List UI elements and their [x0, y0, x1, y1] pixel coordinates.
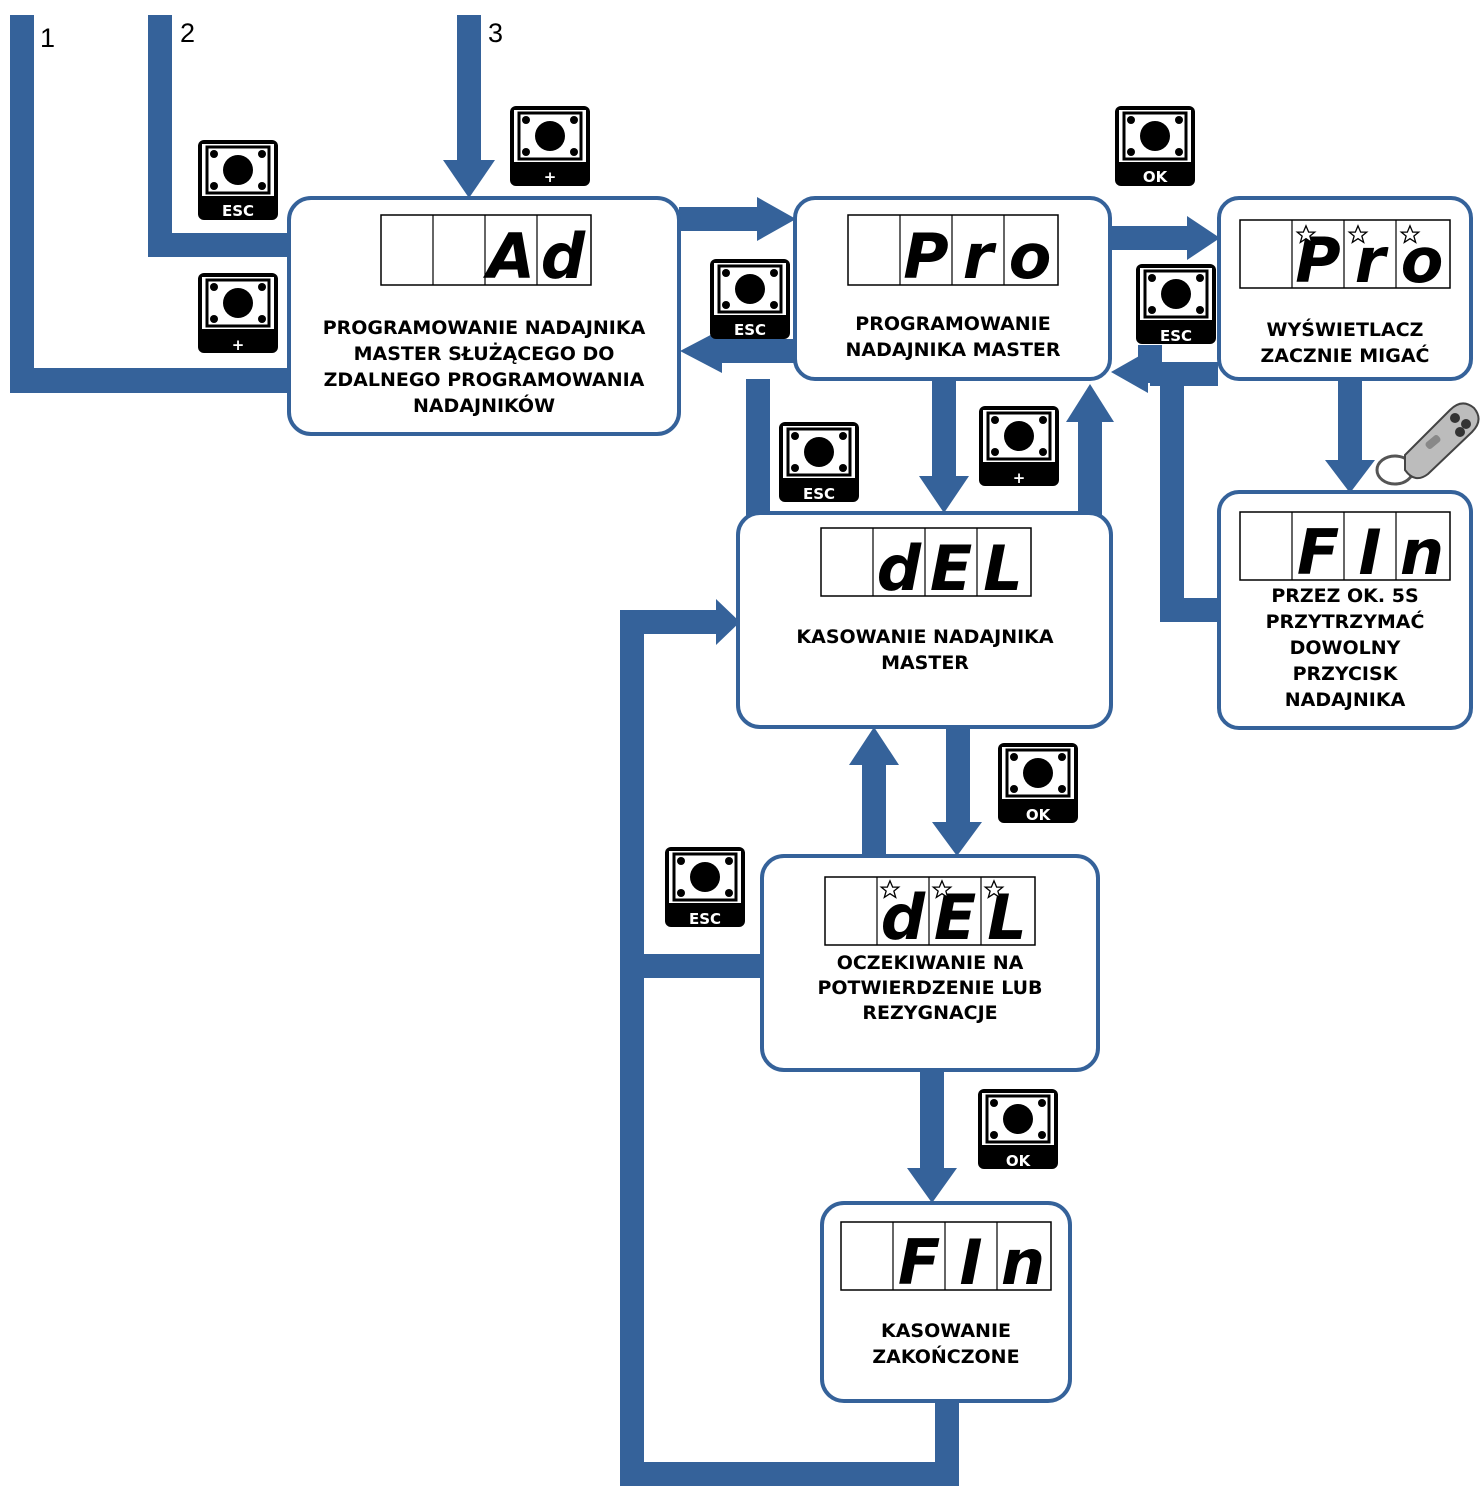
- state-description-line: REZYGNACJE: [862, 1002, 997, 1024]
- svg-text:ESC: ESC: [734, 321, 766, 339]
- plus-button-icon: +: [509, 105, 591, 187]
- state-box-del-blink: d E L OCZEKIWANIE NA POTWIERDZENIE LUB R…: [760, 854, 1100, 1072]
- state-box-del: d E L KASOWANIE NADAJNIKA MASTER: [736, 511, 1113, 729]
- entry-label-1: 1: [40, 23, 55, 53]
- state-description-line: OCZEKIWANIE NA: [837, 952, 1024, 974]
- remote-control-icon: [1375, 402, 1480, 486]
- state-description-line: PRZEZ OK. 5S: [1271, 585, 1418, 607]
- svg-text:ESC: ESC: [689, 910, 721, 928]
- state-box-pro: P r o PROGRAMOWANIE NADAJNIKA MASTER: [793, 196, 1112, 381]
- state-description-line: MASTER SŁUŻĄCEGO DO: [354, 341, 615, 365]
- state-description-line: WYŚWIETLACZ: [1267, 317, 1424, 341]
- svg-text:ESC: ESC: [1160, 327, 1192, 345]
- ok-button-icon: OK: [976, 1088, 1060, 1170]
- state-description-line: PRZYTRZYMAĆ: [1266, 609, 1425, 633]
- display-digit-4: L: [983, 532, 1023, 605]
- svg-text:OK: OK: [1006, 1152, 1032, 1170]
- state-description-line: KASOWANIE NADAJNIKA: [796, 626, 1053, 648]
- state-description-line: ZAKOŃCZONE: [872, 1345, 1019, 1368]
- state-description-line: PROGRAMOWANIE NADAJNIKA: [323, 317, 646, 339]
- plus-button-icon: +: [197, 272, 279, 354]
- display-digit-4: o: [1009, 220, 1052, 293]
- state-box-ad: A d PROGRAMOWANIE NADAJNIKA MASTER SŁUŻĄ…: [287, 196, 681, 436]
- display-digit-2: P: [903, 220, 948, 293]
- seven-segment-display: F I n: [840, 1221, 1052, 1299]
- plus-button-icon: +: [978, 405, 1060, 487]
- state-description-line: PROGRAMOWANIE: [855, 313, 1050, 335]
- state-description-line: KASOWANIE: [881, 1320, 1011, 1342]
- seven-segment-display: P r o: [847, 214, 1059, 293]
- connector-lines: [10, 15, 1375, 1486]
- svg-text:ESC: ESC: [803, 485, 835, 503]
- seven-segment-display: F I n: [1239, 511, 1451, 589]
- svg-text:+: +: [232, 336, 245, 354]
- state-description-line: NADAJNIKÓW: [413, 393, 555, 417]
- state-description-line: NADAJNIKA MASTER: [845, 339, 1060, 361]
- display-digit-2: F: [898, 1226, 940, 1299]
- esc-button-icon: ESC: [1134, 263, 1218, 345]
- display-digit-3: I: [1358, 516, 1381, 589]
- display-digit-2: F: [1297, 516, 1339, 589]
- svg-text:ESC: ESC: [222, 202, 254, 220]
- esc-button-icon: ESC: [197, 139, 279, 221]
- display-digit-3: A: [482, 220, 535, 293]
- display-digit-3: r: [963, 220, 997, 293]
- svg-text:OK: OK: [1026, 806, 1052, 824]
- display-digit-3: I: [959, 1226, 982, 1299]
- display-digit-4: n: [1400, 516, 1444, 589]
- svg-text:+: +: [1013, 469, 1026, 487]
- svg-text:+: +: [544, 168, 557, 186]
- esc-button-icon: ESC: [708, 258, 792, 340]
- esc-button-icon: ESC: [777, 421, 861, 503]
- state-box-fin: F I n KASOWANIE ZAKOŃCZONE: [820, 1201, 1072, 1403]
- state-description-line: MASTER: [881, 652, 969, 674]
- entry-label-3: 3: [488, 18, 503, 48]
- state-description-line: ZDALNEGO PROGRAMOWANIA: [324, 369, 645, 391]
- svg-text:OK: OK: [1143, 168, 1169, 186]
- display-digit-4: d: [541, 220, 586, 293]
- state-description-line: NADAJNIKA: [1285, 689, 1406, 711]
- ok-button-icon: OK: [996, 742, 1080, 824]
- display-digit-4: n: [1001, 1226, 1045, 1299]
- entry-label-2: 2: [180, 18, 195, 48]
- seven-segment-display: d E L: [824, 876, 1036, 954]
- state-description-line: POTWIERDZENIE LUB: [817, 977, 1042, 999]
- seven-segment-display: d E L: [820, 527, 1032, 605]
- ok-button-icon: OK: [1113, 105, 1197, 187]
- state-box-fin-remote: F I n PRZEZ OK. 5S PRZYTRZYMAĆ DOWOLNY P…: [1217, 490, 1473, 730]
- state-box-pro-blink: P r o WYŚWIETLACZ ZACZNIE MIGAĆ: [1217, 196, 1473, 381]
- seven-segment-display: P r o: [1239, 219, 1451, 297]
- seven-segment-display: A d: [380, 214, 592, 293]
- display-digit-3: E: [930, 532, 972, 605]
- state-description-line: ZACZNIE MIGAĆ: [1261, 343, 1430, 367]
- esc-button-icon: ESC: [663, 846, 747, 928]
- display-digit-2: d: [877, 532, 922, 605]
- state-description-line: DOWOLNY: [1290, 637, 1401, 659]
- state-description-line: PRZYCISK: [1293, 663, 1399, 685]
